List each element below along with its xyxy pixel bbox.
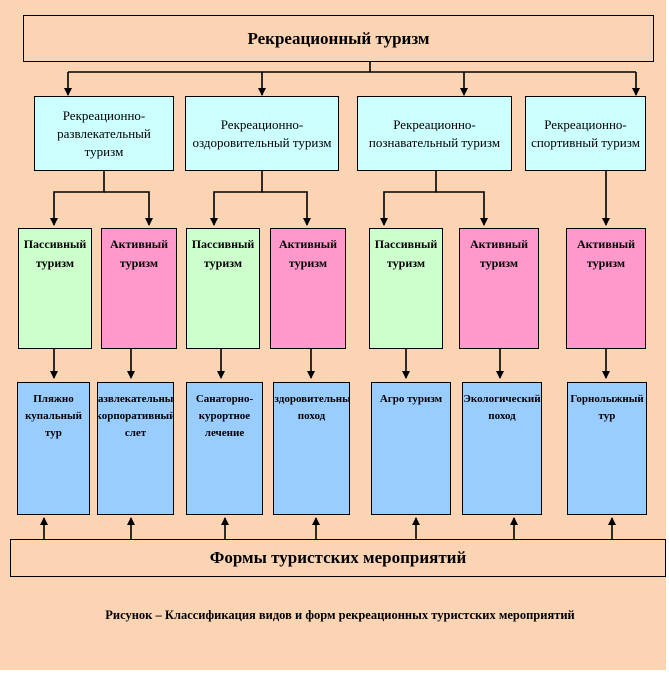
activity-label: Пассивный туризм	[23, 237, 87, 270]
form-box-2: Развлекательный корпоративный слет	[97, 382, 174, 515]
arrow-cat2-passive	[210, 171, 263, 226]
category-box-3: Рекреационно-познавательный туризм	[357, 96, 512, 171]
category-label: Рекреационно-развлекательный туризм	[57, 107, 151, 159]
category-label: Рекреационно-оздоровительный туризм	[192, 116, 332, 150]
arrow-cat3-passive	[380, 171, 437, 226]
form-label: Оздоровительный поход	[274, 393, 350, 422]
activity-label: Пассивный туризм	[374, 237, 438, 270]
activity-box-passive-3: Пассивный туризм	[369, 228, 443, 349]
activity-label: Пассивный туризм	[191, 237, 255, 270]
arrow-cat3-active	[436, 191, 488, 226]
activity-label: Активный туризм	[109, 237, 169, 270]
activity-label: Активный туризм	[469, 237, 529, 270]
form-box-3: Санаторно-курортное лечение	[186, 382, 263, 515]
form-label: Агро туризм	[379, 393, 443, 405]
arrow-cat1-passive	[50, 171, 105, 226]
category-box-2: Рекреационно-оздоровительный туризм	[185, 96, 339, 171]
root-title: Рекреационный туризм	[247, 28, 430, 48]
form-box-7: Горнолыжный тур	[567, 382, 647, 515]
form-box-1: Пляжно купальный тур	[17, 382, 90, 515]
form-label: Горнолыжный тур	[570, 393, 644, 422]
activity-box-passive-2: Пассивный туризм	[186, 228, 260, 349]
arrow-cat1-active	[104, 191, 153, 226]
activity-box-active-2: Активный туризм	[270, 228, 346, 349]
form-label: Экологический поход	[463, 393, 541, 422]
arrow-cat2-active	[262, 191, 311, 226]
figure-caption: Рисунок – Классификация видов и форм рек…	[105, 608, 575, 622]
activity-label: Активный туризм	[576, 237, 636, 270]
activity-box-passive-1: Пассивный туризм	[18, 228, 92, 349]
activity-box-active-3: Активный туризм	[459, 228, 539, 349]
activity-box-active-4: Активный туризм	[566, 228, 646, 349]
form-box-6: Экологический поход	[462, 382, 542, 515]
form-label: Санаторно-курортное лечение	[195, 393, 254, 439]
root-box: Рекреационный туризм	[23, 15, 654, 62]
form-label: Пляжно купальный тур	[25, 393, 82, 439]
forms-bar: Формы туристских мероприятий	[10, 539, 666, 577]
category-label: Рекреационно-познавательный туризм	[368, 116, 501, 150]
category-box-4: Рекреационно-спортивный туризм	[525, 96, 646, 171]
form-box-5: Агро туризм	[371, 382, 451, 515]
form-box-4: Оздоровительный поход	[273, 382, 350, 515]
forms-bar-title: Формы туристских мероприятий	[209, 548, 467, 567]
activity-label: Активный туризм	[278, 237, 338, 270]
category-box-1: Рекреационно-развлекательный туризм	[34, 96, 174, 171]
form-label: Развлекательный корпоративный слет	[97, 393, 174, 439]
category-label: Рекреационно-спортивный туризм	[531, 116, 640, 150]
activity-box-active-1: Активный туризм	[101, 228, 177, 349]
